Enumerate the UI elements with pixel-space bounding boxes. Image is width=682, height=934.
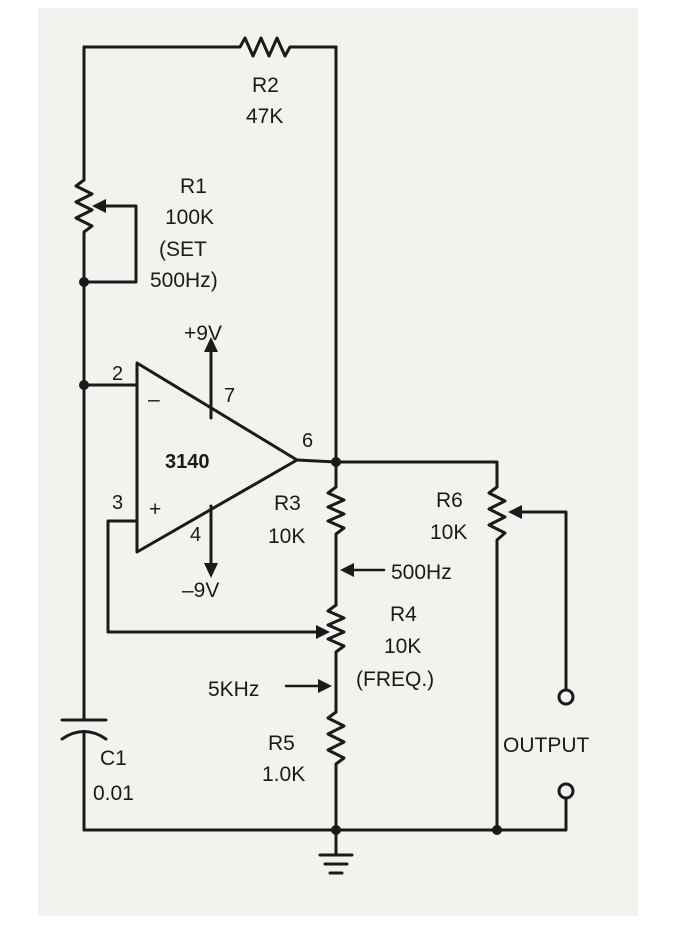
- resistor-r5: [326, 710, 346, 832]
- opamp-pin3-label: 3: [112, 492, 123, 514]
- r1-note-line2: 500Hz): [150, 269, 218, 292]
- freq-high-annotation: 5KHz: [208, 678, 259, 701]
- arrow-5khz-head: [318, 679, 332, 693]
- wire-pin3-loop: [106, 519, 320, 634]
- output-terminal-bottom[interactable]: [557, 782, 575, 800]
- r1-wiper-wire: [82, 204, 138, 284]
- resistor-r3: [326, 460, 346, 607]
- r4-ref: R4: [390, 603, 417, 626]
- opamp-3140: [135, 361, 299, 554]
- resistor-r1: [74, 178, 94, 284]
- c1-ref: C1: [100, 747, 127, 770]
- wire-bottom: [82, 796, 568, 832]
- r4-value: 10K: [384, 635, 421, 658]
- r6-wiper-arrowhead: [508, 505, 522, 519]
- r1-ref: R1: [180, 175, 207, 198]
- r1-value: 100K: [165, 206, 214, 229]
- r6-ref: R6: [436, 489, 463, 512]
- opamp-part-number: 3140: [165, 451, 210, 473]
- r3-value: 10K: [268, 525, 305, 548]
- junction-ground: [331, 825, 341, 835]
- output-terminal-top[interactable]: [557, 688, 575, 706]
- r4-wiper-arrowhead: [316, 625, 330, 639]
- r3-ref: R3: [274, 492, 301, 515]
- arrow-500hz-head: [340, 563, 354, 577]
- junction-pin2: [79, 380, 89, 390]
- resistor-r6: [487, 485, 507, 832]
- opamp-pin4-label: 4: [190, 524, 201, 546]
- negative-supply-label: –9V: [182, 579, 219, 602]
- junction-r6-bottom: [492, 825, 502, 835]
- freq-low-annotation: 500Hz: [391, 561, 452, 584]
- r6-value: 10K: [430, 521, 467, 544]
- r2-ref: R2: [252, 74, 279, 97]
- opamp-pin2-label: 2: [112, 363, 123, 385]
- opamp-minus-sign: –: [148, 388, 160, 411]
- wire-top: [82, 36, 338, 58]
- pos-supply-arrowhead: [204, 337, 218, 352]
- r1-note-line1: (SET: [159, 238, 207, 261]
- neg-supply-arrowhead: [204, 563, 218, 578]
- wire-output: [295, 458, 499, 489]
- r4-note: (FREQ.): [356, 668, 434, 691]
- r5-ref: R5: [268, 732, 295, 755]
- output-label: OUTPUT: [503, 734, 590, 757]
- r6-wiper-wire: [512, 510, 568, 692]
- ground-symbol: [318, 853, 354, 875]
- opamp-pin6-label: 6: [302, 430, 313, 452]
- junction-output: [331, 457, 341, 467]
- junction-r1-tie: [79, 277, 89, 287]
- opamp-pin7-label: 7: [224, 385, 235, 407]
- c1-value: 0.01: [93, 782, 134, 805]
- resistor-r4: [326, 603, 346, 714]
- r1-wiper-arrowhead: [92, 199, 106, 213]
- r5-value: 1.0K: [262, 763, 305, 786]
- positive-supply-label: +9V: [184, 322, 222, 345]
- r2-value: 47K: [246, 105, 283, 128]
- opamp-plus-sign: +: [149, 498, 161, 521]
